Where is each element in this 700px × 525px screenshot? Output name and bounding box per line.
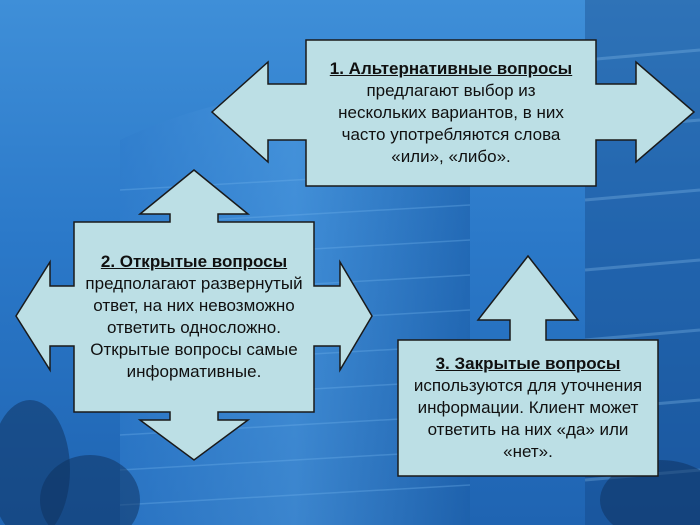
closed-up-arrow xyxy=(397,254,659,477)
open-questions-body: предполагают развернутый ответ, на них н… xyxy=(85,274,303,381)
alternative-questions-card: 1. Альтернативные вопросы предлагают выб… xyxy=(306,40,596,186)
closed-questions-card: 3. Закрытые вопросы используются для уто… xyxy=(398,340,658,476)
alternative-left-right-arrow xyxy=(210,39,696,187)
open-four-way-arrow xyxy=(15,169,373,461)
open-questions-card: 2. Открытые вопросы предполагают разверн… xyxy=(74,222,314,412)
closed-questions-heading: 3. Закрытые вопросы xyxy=(435,354,621,373)
alternative-questions-text: 1. Альтернативные вопросы предлагают выб… xyxy=(320,58,582,168)
open-questions-heading: 2. Открытые вопросы xyxy=(100,252,288,271)
alternative-questions-heading: 1. Альтернативные вопросы xyxy=(329,59,573,78)
closed-questions-body: используются для уточнения информации. К… xyxy=(413,376,643,461)
alternative-questions-body: предлагают выбор из нескольких вариантов… xyxy=(338,81,564,166)
